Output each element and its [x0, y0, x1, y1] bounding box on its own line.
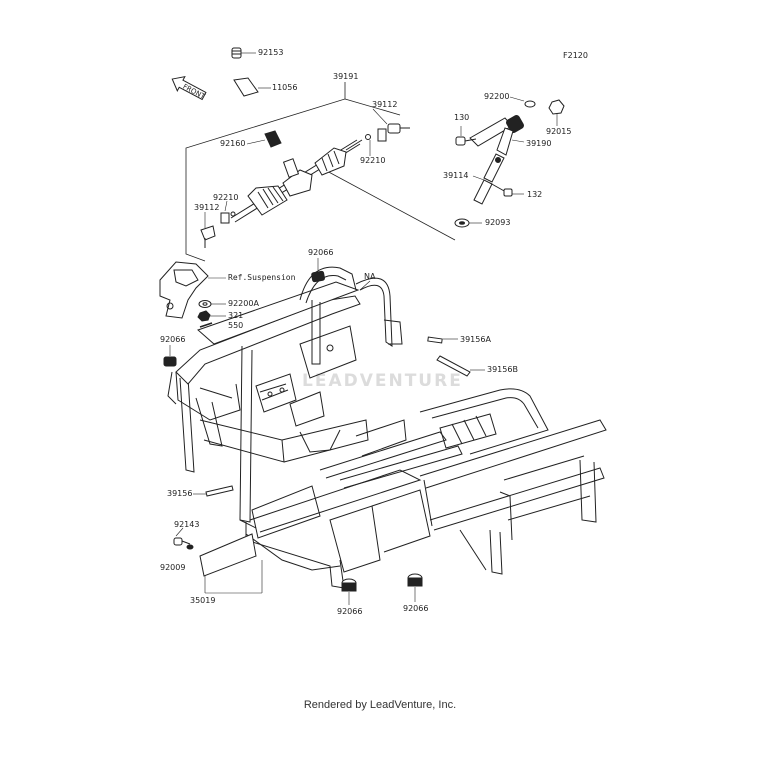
bolt-92153: [231, 47, 256, 59]
tie-rod-end-left: [200, 200, 236, 248]
figure-code: F2120: [563, 51, 588, 60]
label-92160[interactable]: 92160: [220, 139, 246, 148]
label-11056[interactable]: 11056: [272, 83, 298, 92]
bolt-130: [455, 126, 477, 146]
clamp-11056: [233, 77, 271, 97]
spacer-39156b: [436, 355, 485, 377]
label-39190[interactable]: 39190: [526, 139, 552, 148]
label-92066-left[interactable]: 92066: [160, 335, 186, 344]
steering-rack: [230, 139, 363, 223]
label-92066-bottom-1[interactable]: 92066: [337, 607, 363, 616]
knuckle-ref-suspension: [159, 261, 226, 319]
bolt-92143-92009: [173, 527, 194, 550]
nut-321: [197, 310, 226, 322]
label-92015[interactable]: 92015: [546, 127, 572, 136]
link-39114: [472, 153, 505, 205]
label-550[interactable]: 550: [228, 321, 244, 330]
bolt-132: [489, 182, 524, 197]
label-321[interactable]: 321: [228, 311, 244, 320]
label-92066-top[interactable]: 92066: [308, 248, 334, 257]
cap-92066-bottom-1: [341, 578, 357, 605]
label-92210-right[interactable]: 92210: [360, 156, 386, 165]
label-39114[interactable]: 39114: [443, 171, 469, 180]
label-92153[interactable]: 92153: [258, 48, 284, 57]
label-39191[interactable]: 39191: [333, 72, 359, 81]
footer-credit: Rendered by LeadVenture, Inc.: [303, 699, 457, 711]
label-39112-left[interactable]: 39112: [194, 203, 220, 212]
nut-92015: [548, 99, 565, 126]
label-na: NA: [364, 272, 376, 281]
label-92210-left[interactable]: 92210: [213, 193, 239, 202]
label-35019[interactable]: 35019: [190, 596, 216, 605]
pitman-arm-39190: [469, 115, 525, 156]
spacer-39156a: [427, 336, 458, 344]
label-39112-top[interactable]: 39112: [372, 100, 398, 109]
washer-92200a: [198, 300, 226, 308]
main-frame: [167, 266, 607, 589]
label-92200[interactable]: 92200: [484, 92, 510, 101]
label-130[interactable]: 130: [454, 113, 470, 122]
washer-92200: [509, 96, 536, 108]
label-92143[interactable]: 92143: [174, 520, 200, 529]
grommet-92160: [246, 130, 282, 148]
label-39156a[interactable]: 39156A: [460, 335, 491, 344]
front-badge-text: FRONT: [181, 83, 207, 102]
mud-flap-35019: [199, 533, 263, 594]
label-92093[interactable]: 92093: [485, 218, 511, 227]
label-92200a[interactable]: 92200A: [228, 299, 259, 308]
label-92066-bottom-2[interactable]: 92066: [403, 604, 429, 613]
label-39156b[interactable]: 39156B: [487, 365, 518, 374]
steering-assembly-bracket: [185, 82, 456, 262]
cap-92066-bottom-2: [407, 573, 423, 602]
cap-92066-left: [163, 345, 177, 367]
label-ref-suspension[interactable]: Ref.Suspension: [228, 273, 296, 282]
spacer-39156: [193, 485, 234, 497]
washer-92093: [454, 218, 482, 228]
label-132[interactable]: 132: [527, 190, 543, 199]
front-arrow-icon: FRONT: [171, 76, 207, 102]
watermark: LEADVENTURE: [302, 371, 463, 391]
label-39156[interactable]: 39156: [167, 489, 193, 498]
leaders-misc: [317, 258, 371, 291]
tie-rod-end-right: [365, 108, 410, 156]
label-92009[interactable]: 92009: [160, 563, 186, 572]
